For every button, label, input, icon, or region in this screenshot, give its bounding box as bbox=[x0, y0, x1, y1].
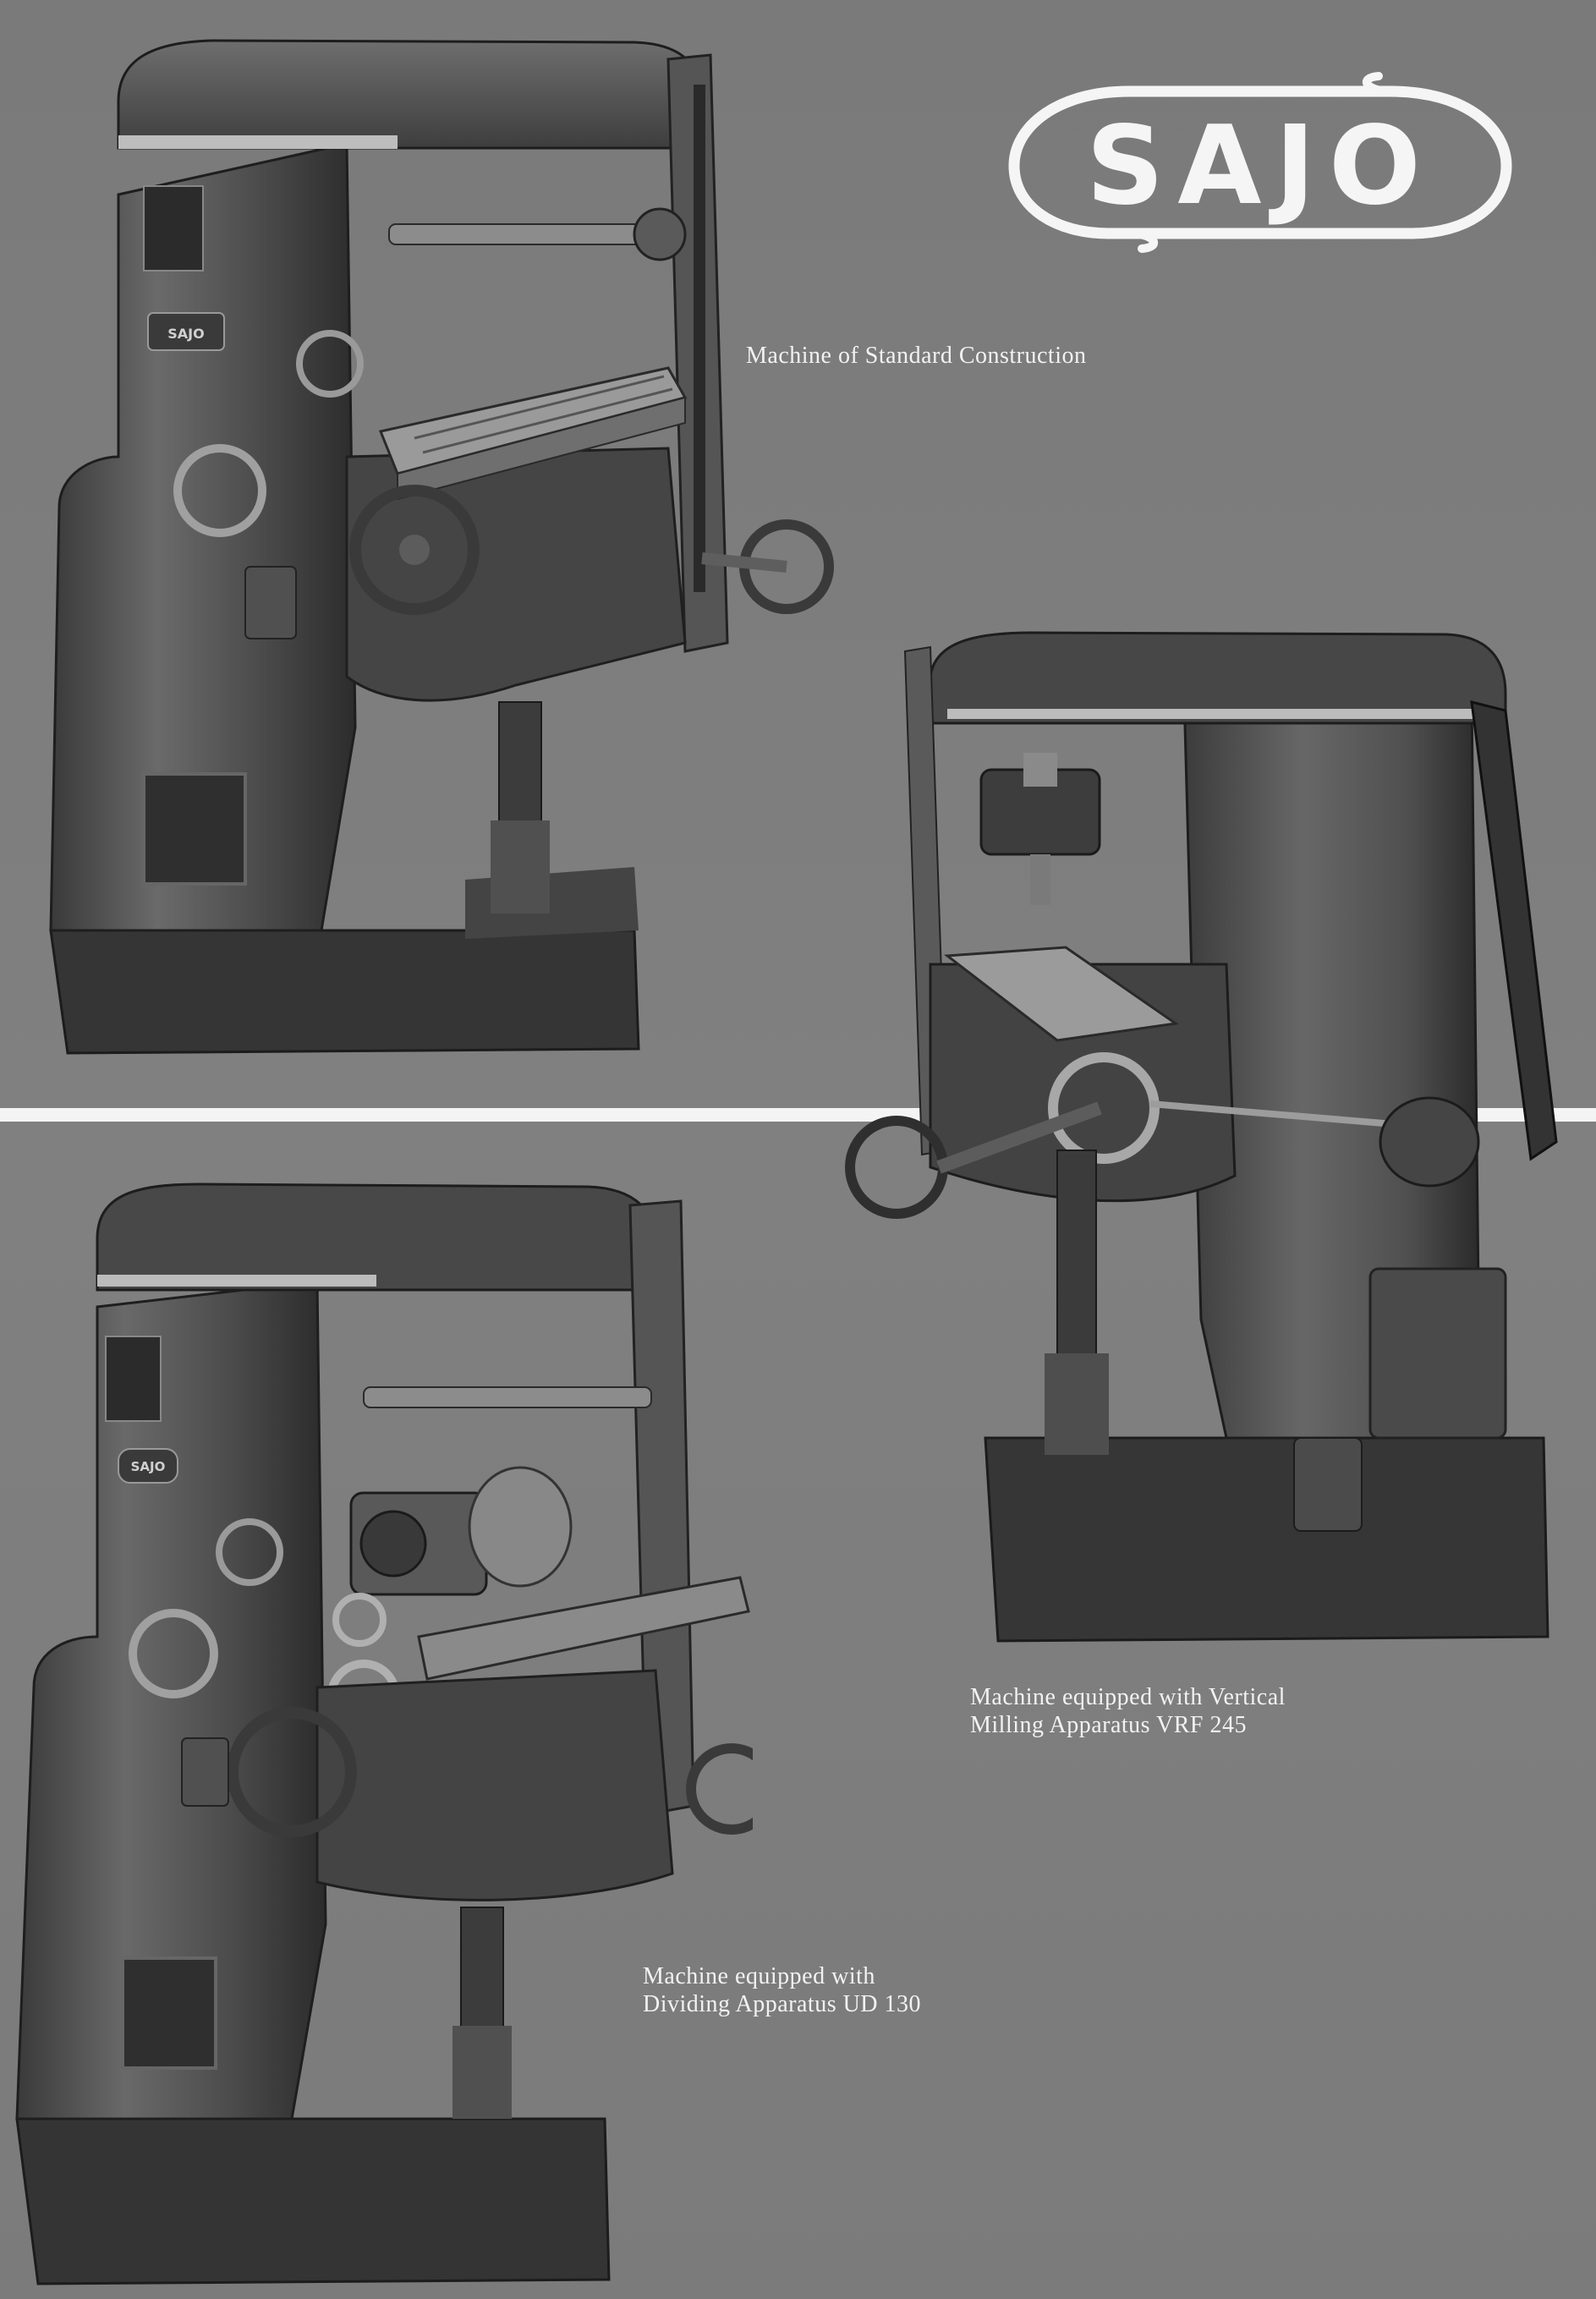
logo-text: SAJO bbox=[1086, 103, 1434, 229]
caption-standard-construction: Machine of Standard Construction bbox=[746, 343, 1087, 369]
caption-vertical-milling: Machine equipped with Vertical Milling A… bbox=[970, 1683, 1444, 1739]
machine-dividing-apparatus-illustration: SAJO bbox=[15, 1182, 753, 2285]
machine-standard-illustration: SAJO bbox=[49, 39, 834, 1055]
caption-dividing-line2: Dividing Apparatus UD 130 bbox=[643, 1991, 922, 2017]
caption-dividing-line1: Machine equipped with bbox=[643, 1963, 875, 1989]
caption-vertical-line1: Machine equipped with Vertical bbox=[970, 1684, 1286, 1710]
machine-standard-tag: SAJO bbox=[167, 326, 204, 342]
machine-vertical-milling-illustration bbox=[845, 631, 1558, 1643]
caption-dividing-apparatus: Machine equipped with Dividing Apparatus… bbox=[643, 1962, 1083, 2018]
sajo-logo: SAJO bbox=[1008, 72, 1512, 253]
machine-dividing-tag: SAJO bbox=[131, 1459, 166, 1474]
caption-vertical-line2: Milling Apparatus VRF 245 bbox=[970, 1712, 1248, 1738]
